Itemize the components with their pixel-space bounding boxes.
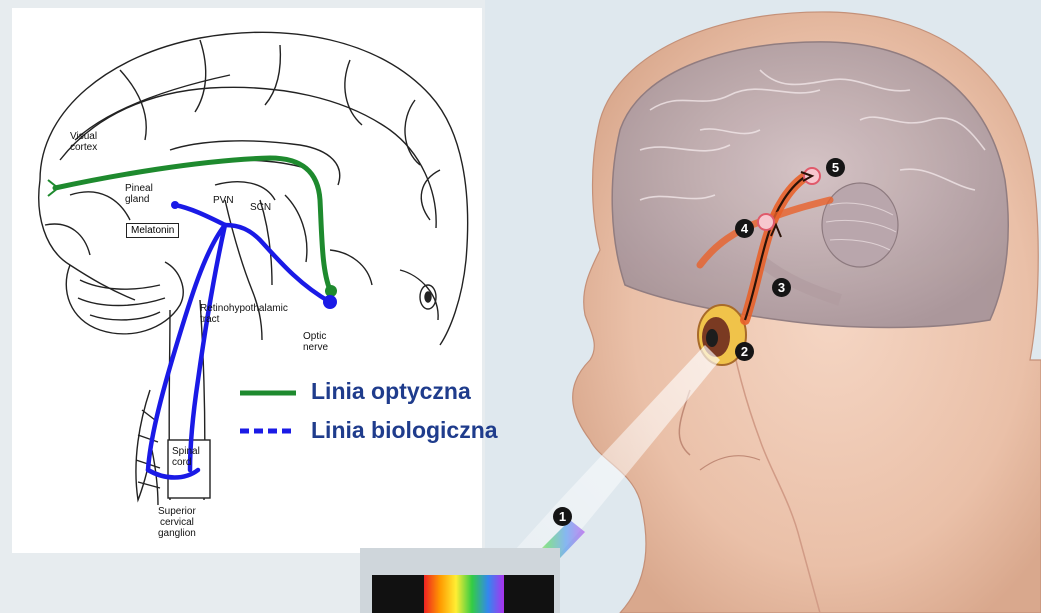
label-scn: SCN — [250, 202, 271, 213]
label-pineal-gland: Pineal gland — [125, 183, 153, 205]
label-visual-cortex: Visual cortex — [70, 131, 97, 153]
marker-1: 1 — [553, 507, 572, 526]
label-spinal-cord: Spinal cord — [172, 446, 200, 468]
marker-5: 5 — [826, 158, 845, 177]
legend-label-optical: Linia optyczna — [311, 378, 471, 405]
label-retinohypothalamic-tract: Retinohypothalamic tract — [200, 303, 288, 325]
marker-4: 4 — [735, 219, 754, 238]
biological-pathway-node — [323, 295, 337, 309]
marker-3: 3 — [772, 278, 791, 297]
cerebellum — [822, 183, 898, 267]
label-superior-cervical-ganglion: Superior cervical ganglion — [158, 506, 196, 539]
light-source-prism — [360, 548, 560, 613]
label-melatonin: Melatonin — [126, 223, 179, 238]
label-optic-nerve: Optic nerve — [303, 331, 328, 353]
label-pvn: PVN — [213, 195, 234, 206]
legend-label-biological: Linia biologiczna — [311, 417, 498, 444]
pineal-node — [171, 201, 179, 209]
marker-2: 2 — [735, 342, 754, 361]
